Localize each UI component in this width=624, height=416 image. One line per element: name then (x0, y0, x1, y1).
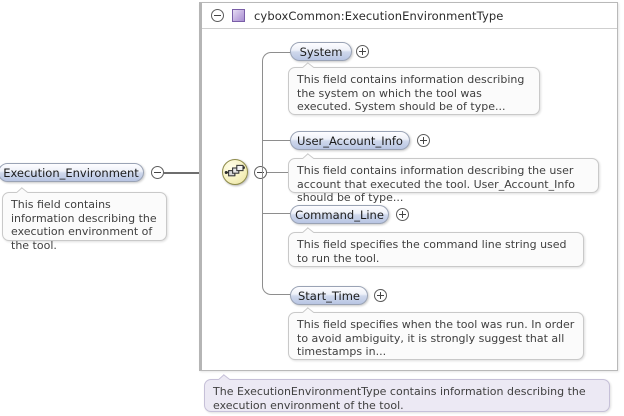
tree-spine (262, 52, 292, 295)
type-frame-header: cyboxCommon:ExecutionEnvironmentType (202, 3, 617, 29)
type-frame-title: cyboxCommon:ExecutionEnvironmentType (254, 8, 504, 23)
root-element-node[interactable]: Execution_Environment (0, 163, 144, 182)
child-node-user-account-info-label: User_Account_Info (297, 133, 403, 148)
child-start-time-documentation: This field specifies when the tool was r… (288, 312, 584, 360)
root-element-documentation: This field contains information describi… (2, 192, 167, 252)
child-command-line-expand-plus-circle-icon[interactable] (396, 208, 409, 221)
child-node-start-time-label: Start_Time (298, 288, 360, 303)
compositor-collapse-minus-circle-icon[interactable] (254, 166, 267, 179)
child-system-documentation-text: This field contains information describi… (297, 73, 525, 113)
child-user-account-info-documentation: This field contains information describi… (288, 158, 599, 204)
type-documentation-text: The ExecutionEnvironmentType contains in… (213, 385, 586, 412)
child-system-expand-plus-circle-icon[interactable] (356, 45, 369, 58)
doc-tail-icon (218, 374, 230, 380)
sequence-compositor-icon[interactable] (222, 159, 248, 185)
child-node-command-line[interactable]: Command_Line (290, 205, 389, 224)
doc-tail-icon (302, 62, 314, 68)
child-node-user-account-info[interactable]: User_Account_Info (290, 131, 410, 150)
root-element-documentation-text: This field contains information describi… (11, 198, 157, 252)
type-frame-collapse-minus-circle-icon[interactable] (211, 9, 224, 22)
root-element-label: Execution_Environment (3, 165, 139, 180)
child-command-line-documentation-text: This field specifies the command line st… (297, 238, 567, 265)
doc-tail-icon (302, 307, 314, 313)
child-node-start-time[interactable]: Start_Time (290, 286, 368, 305)
child-system-documentation: This field contains information describi… (288, 67, 540, 115)
child-user-account-info-expand-plus-circle-icon[interactable] (417, 134, 430, 147)
doc-tail-icon (302, 227, 314, 233)
type-documentation: The ExecutionEnvironmentType contains in… (204, 379, 610, 412)
root-element-collapse-minus-circle-icon[interactable] (151, 166, 164, 179)
child-command-line-documentation: This field specifies the command line st… (288, 232, 584, 267)
branch-stub-3 (262, 213, 292, 214)
child-node-system-label: System (299, 44, 343, 59)
compositor-to-spine-line (267, 172, 292, 173)
root-connector-line (164, 172, 224, 174)
doc-tail-icon (16, 187, 28, 193)
complex-type-icon (232, 9, 245, 22)
branch-stub-2 (262, 140, 292, 141)
sequence-glyph-icon (224, 164, 245, 177)
child-start-time-documentation-text: This field specifies when the tool was r… (297, 318, 575, 358)
child-user-account-info-documentation-text: This field contains information describi… (297, 164, 575, 204)
child-node-command-line-label: Command_Line (295, 207, 384, 222)
child-start-time-expand-plus-circle-icon[interactable] (374, 289, 387, 302)
child-node-system[interactable]: System (290, 42, 352, 61)
doc-tail-icon (302, 153, 314, 159)
